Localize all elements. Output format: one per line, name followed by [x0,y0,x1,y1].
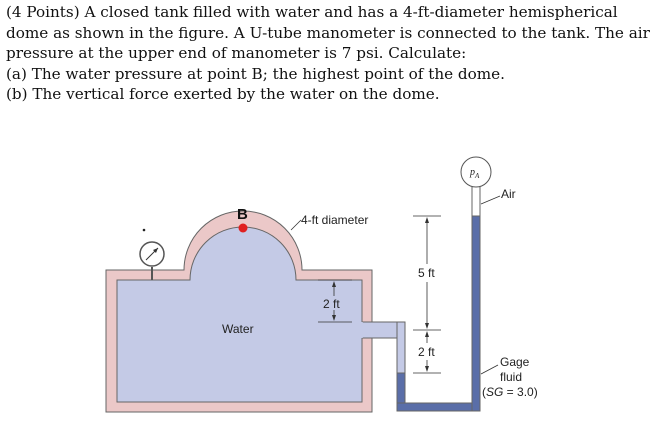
manometer-right-air [471,185,481,217]
problem-intro: (4 Points) A closed tank filled with wat… [6,3,650,63]
point-b-label: B [237,206,248,223]
air-pressure-gage [460,156,492,188]
manometer-left-gage-fluid [396,372,406,404]
air-label: Air [501,187,516,201]
gage-fluid-line1: Gage [500,355,530,369]
connecting-pipe [361,321,398,339]
tank-water [116,226,363,403]
dim-upper-label: 5 ft [418,266,435,280]
problem-statement: (4 Points) A closed tank filled with wat… [6,2,662,105]
manometer-bottom [396,402,481,412]
tank-manometer-figure: pA B 4-ft diameter Water 2 ft 5 ft 2 ft … [105,156,538,413]
manometer-right-gage-fluid [471,215,481,412]
water-label: Water [222,322,254,336]
problem-part-a: (a) The water pressure at point B; the h… [6,64,505,83]
dim-tank-label: 2 ft [323,297,340,311]
gage-fluid-line2: fluid [500,370,522,384]
gage-fluid-sg: (SG = 3.0) [482,385,538,399]
pa-label: pA [469,167,480,180]
point-b-marker [238,223,248,233]
problem-part-b: (b) The vertical force exerted by the wa… [6,85,440,104]
dome-diameter-label: 4-ft diameter [301,213,368,227]
manometer-left-water [396,321,406,374]
dim-lower-label: 2 ft [418,345,435,359]
